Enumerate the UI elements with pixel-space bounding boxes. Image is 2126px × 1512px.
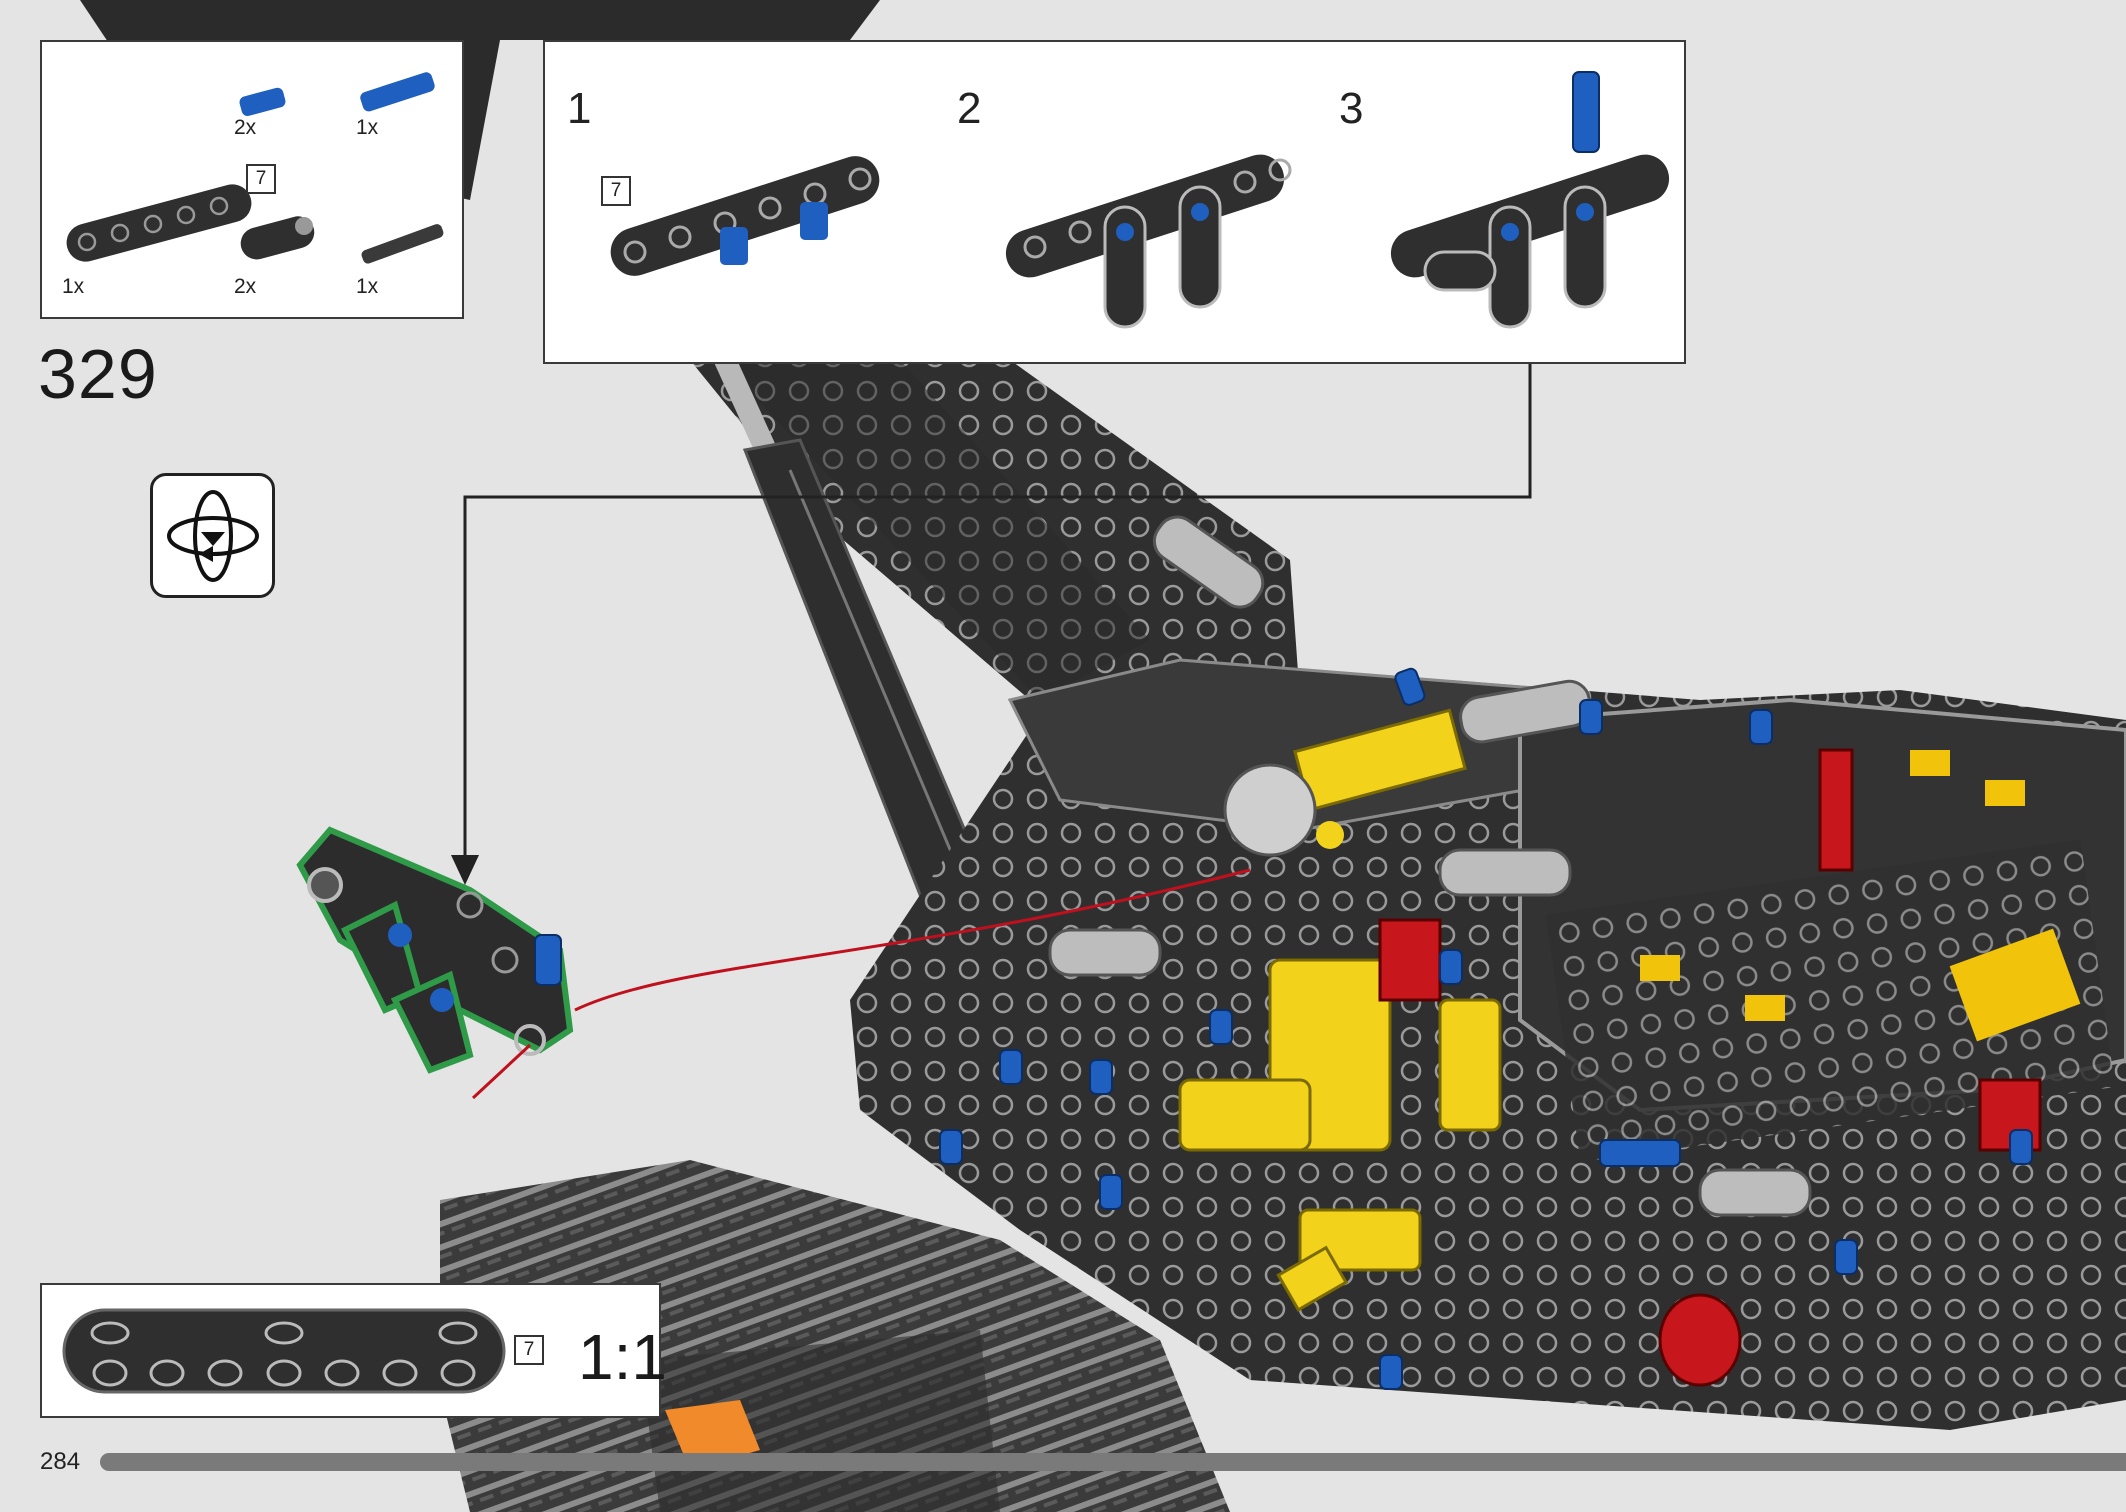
page-number: 284 (40, 1448, 81, 1475)
beam-7-icon (66, 184, 252, 262)
substep-number: 1 (567, 84, 592, 133)
part-qty: 2x (234, 116, 257, 139)
red-axle (1818, 748, 1854, 872)
substep-1-beam (610, 156, 880, 276)
substep-number: 3 (1339, 84, 1364, 133)
blue-long-pin-icon (360, 72, 435, 112)
substep-3-assembly (1390, 71, 1670, 329)
scale-callout: 7 (40, 1283, 661, 1418)
scale-beam-drawing (62, 1308, 506, 1394)
substep-2-assembly (1005, 154, 1292, 329)
red-thread (574, 868, 1251, 1012)
dark-axle-pin-icon (361, 224, 444, 264)
part-qty: 1x (356, 116, 379, 139)
length-badge: 7 (601, 176, 631, 206)
substep-drawings (610, 71, 1670, 329)
callout-arrow (463, 364, 1532, 860)
scale-ratio: 1:1 (578, 1321, 667, 1393)
progress-bar (100, 1453, 2126, 1471)
part-qty: 2x (234, 275, 257, 298)
rotate-model-icon[interactable] (150, 473, 275, 598)
step-number: 329 (38, 335, 158, 413)
beam-2-pin-icon (240, 216, 315, 260)
orange-part (665, 1400, 760, 1470)
crawler-track (440, 1160, 1230, 1512)
parts-drawings (66, 72, 444, 264)
sub-assembly-callout: 1 7 2 3 (543, 40, 1686, 364)
blue-axle-pin-icon (239, 87, 286, 117)
length-badge: 7 (246, 164, 276, 194)
parts-callout: 2x 1x 7 1x 2x 1x (40, 40, 464, 319)
length-badge: 7 (514, 1335, 544, 1365)
part-qty: 1x (62, 275, 85, 298)
part-qty: 1x (356, 275, 379, 298)
substep-number: 2 (957, 84, 982, 133)
blue-pins (939, 667, 2033, 1390)
highlighted-assembly (296, 826, 574, 1074)
